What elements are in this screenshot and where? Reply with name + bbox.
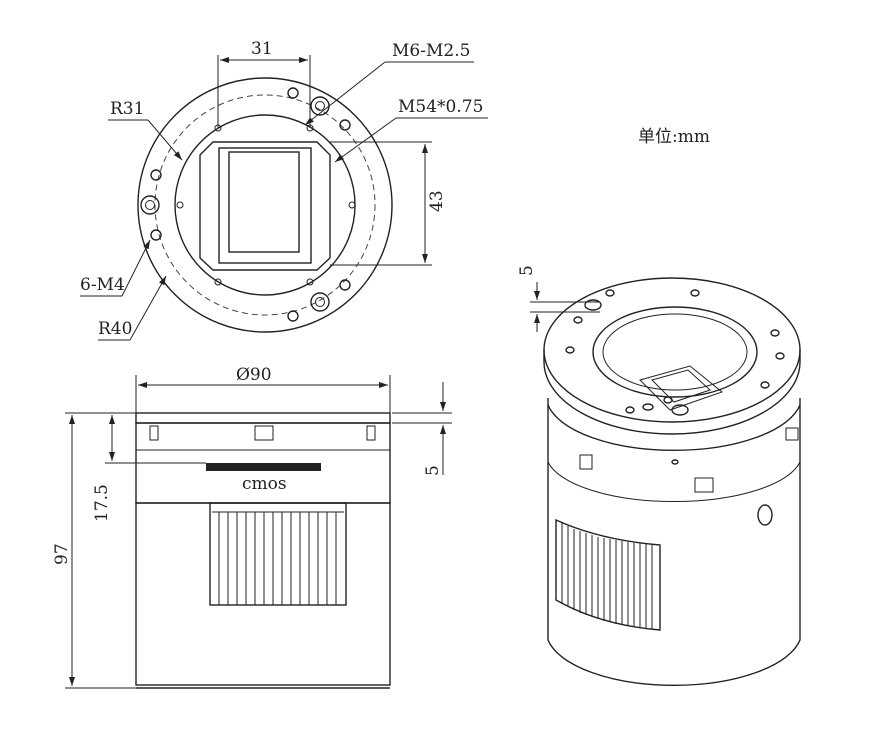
- m54-label: M54*0.75: [398, 97, 483, 117]
- mount-holes: [140, 87, 356, 322]
- sensor-window-outer: [199, 141, 331, 271]
- fin-lines: [212, 511, 344, 605]
- iso-holes: [565, 289, 785, 526]
- m6-label: M6-M2.5: [392, 41, 470, 61]
- iso-top-bore: [592, 306, 758, 398]
- dim-17-5-label: 17.5: [92, 484, 112, 522]
- heatsink-fins: [209, 502, 347, 606]
- side-view: cmos Ø90 5 17.5 97: [52, 365, 452, 689]
- iso-fins: [555, 518, 661, 631]
- r31-label: R31: [110, 99, 144, 119]
- dim-97-label: 97: [52, 543, 72, 565]
- front-view: 31 M6-M2.5 R31 M54*0.75 43 6-M4 R40: [80, 39, 488, 341]
- diameter-label: Ø90: [236, 365, 272, 385]
- dim-5-mid-label: 5: [423, 465, 443, 476]
- dim-43-label: 43: [427, 190, 447, 212]
- bolt-circle: [154, 94, 376, 316]
- unit-label: 单位:mm: [638, 127, 710, 147]
- isometric-view: 5: [517, 265, 801, 687]
- sensor-frame: [218, 147, 312, 264]
- iso-body: [547, 398, 801, 687]
- cmos-sensor-bar: [206, 463, 321, 471]
- sensor-chip: [228, 151, 300, 253]
- side-body: [135, 502, 391, 686]
- side-flange: [135, 412, 391, 424]
- m4-label: 6-M4: [80, 275, 125, 295]
- cmos-label: cmos: [242, 474, 287, 494]
- outer-ring: [137, 77, 393, 333]
- r40-label: R40: [98, 319, 132, 339]
- dim-5-right-label: 5: [517, 265, 537, 276]
- dim-31-label: 31: [251, 39, 273, 59]
